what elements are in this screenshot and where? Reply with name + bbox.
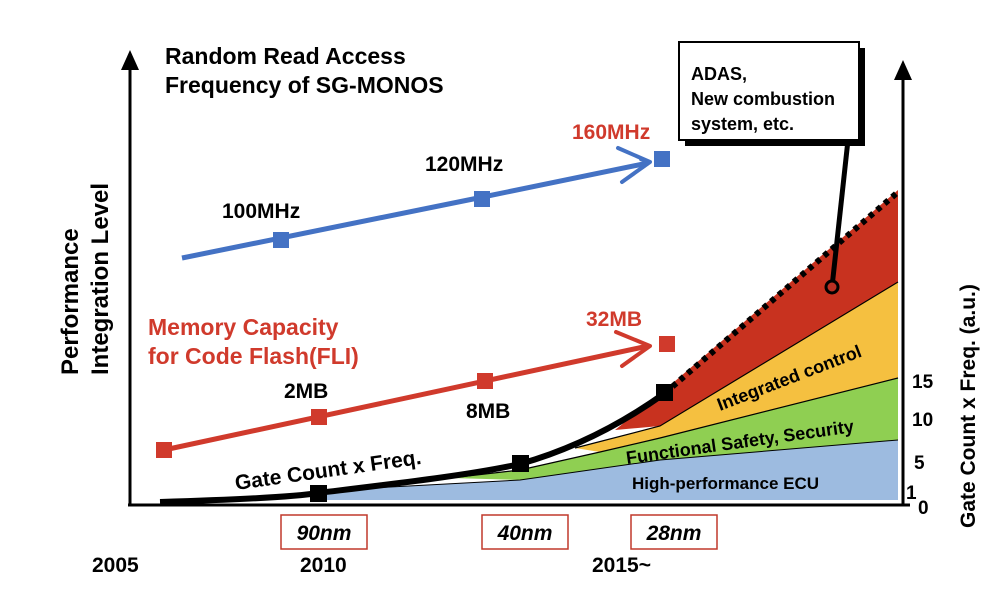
capacity-series-line xyxy=(163,343,649,453)
right-tick-label: 15 xyxy=(912,372,934,393)
y-axis-right-arrowhead xyxy=(894,60,912,80)
area-boundary-lines-2 xyxy=(574,281,899,449)
area-ecu xyxy=(315,440,898,500)
y-left-axis-label: Performance xyxy=(57,228,84,375)
capacity-point-label: 2MB xyxy=(284,380,328,403)
capacity-point-label: 32MB xyxy=(586,308,642,331)
adas-callout-text: ADAS, xyxy=(691,64,747,84)
frequency-series-name: Frequency of SG-MONOS xyxy=(165,72,444,98)
adas-callout-text: system, etc. xyxy=(691,114,794,134)
right-tick-label: 10 xyxy=(912,410,933,431)
capacity-point xyxy=(659,336,675,352)
adas-callout-line xyxy=(829,139,851,288)
capacity-point xyxy=(311,409,327,425)
area-boundary-lines-3 xyxy=(314,439,899,492)
area-boundary-lines xyxy=(449,377,899,479)
process-node-box xyxy=(280,514,368,550)
process-node-label: 40nm xyxy=(497,522,553,545)
frequency-point-label: 100MHz xyxy=(222,200,300,223)
y-right-axis-label: Gate Count x Freq. (a.u.) xyxy=(957,284,980,528)
gate-count-point xyxy=(310,485,327,502)
y-axis-left-arrowhead xyxy=(121,50,139,70)
frequency-point xyxy=(654,151,670,167)
x-tick-label: 2015~ xyxy=(592,554,651,577)
right-axis-ticks: 0 1 5 10 15 xyxy=(906,372,934,519)
frequency-point-label: 120MHz xyxy=(425,153,503,176)
area-control xyxy=(575,282,898,452)
area-label-ecu: High-performance ECU xyxy=(632,474,819,493)
adas-callout-dot xyxy=(824,279,840,295)
right-tick-label: 1 xyxy=(906,483,917,504)
capacity-point xyxy=(156,442,172,458)
process-node-label: 28nm xyxy=(646,522,702,545)
process-node-label: 90nm xyxy=(297,522,352,545)
area-adas xyxy=(615,190,898,430)
area-safety xyxy=(450,378,898,480)
capacity-point-label: 8MB xyxy=(466,400,510,423)
y-left-axis-label: Integration Level xyxy=(87,183,114,375)
capacity-series-arrowhead xyxy=(614,330,652,368)
gate-count-point xyxy=(512,455,529,472)
right-tick-label: 0 xyxy=(918,498,929,519)
frequency-series-arrowhead xyxy=(616,146,652,184)
x-tick-label: 2010 xyxy=(300,554,347,577)
capacity-series-name: Memory Capacity xyxy=(148,314,339,340)
gate-count-curve xyxy=(159,390,667,505)
frequency-series-name: Random Read Access xyxy=(165,43,406,69)
right-tick-label: 5 xyxy=(914,453,925,474)
x-tick-label: 2005 xyxy=(92,554,139,577)
frequency-point-label: 160MHz xyxy=(572,121,650,144)
capacity-point xyxy=(477,373,493,389)
frequency-point xyxy=(474,191,490,207)
capacity-series-name: for Code Flash(FLI) xyxy=(148,343,359,369)
frequency-point xyxy=(273,232,289,248)
adas-callout-box xyxy=(678,41,860,141)
frequency-series-line xyxy=(181,195,479,261)
adas-callout-text: New combustion xyxy=(691,89,835,109)
frequency-series-line xyxy=(477,163,648,201)
process-node-box xyxy=(481,514,569,550)
process-node-box xyxy=(630,514,718,550)
gate-count-projection xyxy=(663,189,900,396)
gate-count-point xyxy=(656,384,673,401)
